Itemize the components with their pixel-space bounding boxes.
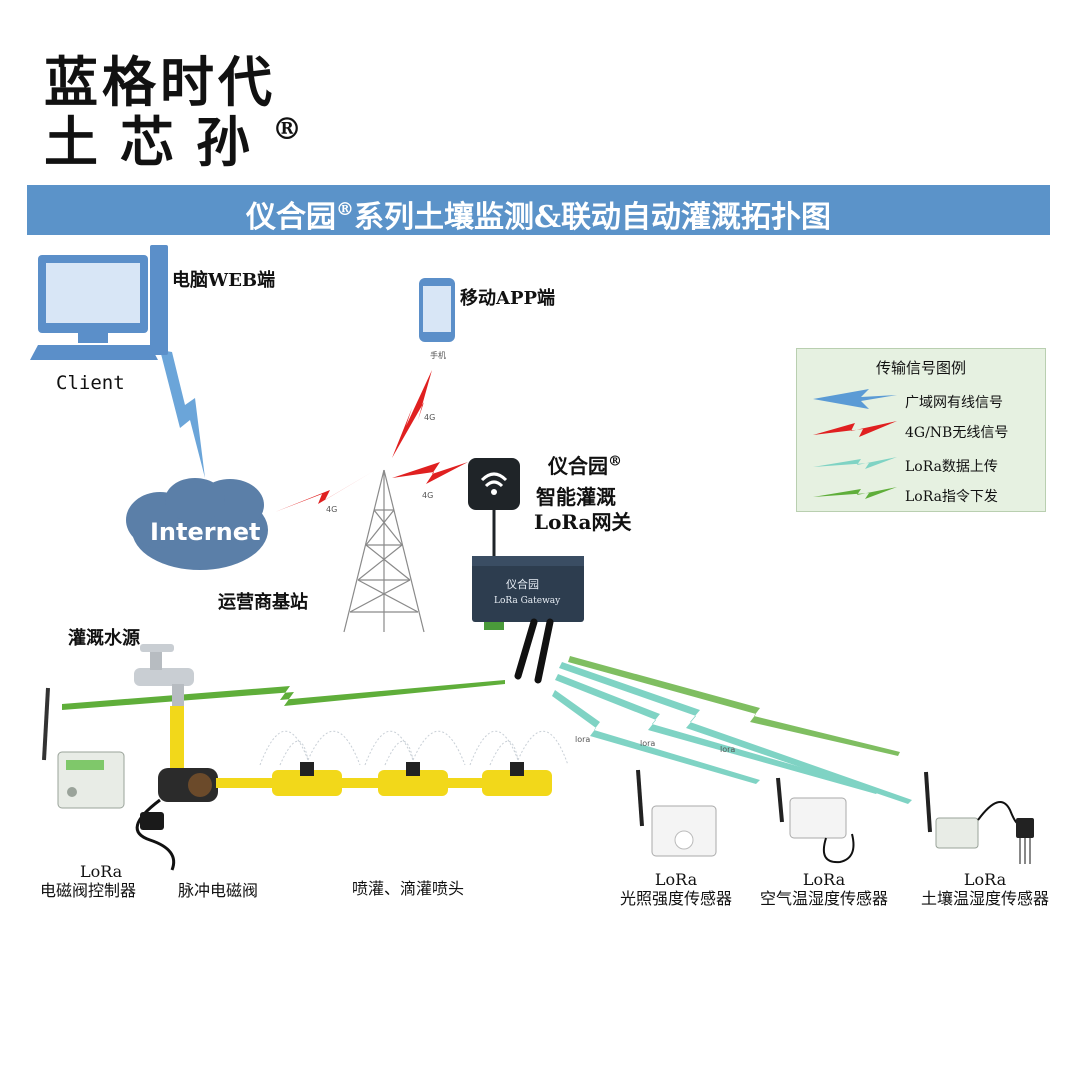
light-sensor-caption-line1: LoRa bbox=[654, 870, 698, 889]
air-sensor-caption-line2: 空气温湿度传感器 bbox=[759, 889, 888, 908]
internet-label: Internet bbox=[150, 518, 260, 546]
gateway-label-name: 仪合园 bbox=[548, 454, 608, 478]
lora-downlink-sensors bbox=[568, 656, 900, 756]
valve-controller-caption: LoRa 电磁阀控制器 bbox=[40, 862, 136, 900]
legend-item-wan: 广域网有线信号 bbox=[797, 387, 1045, 415]
legend-label-lora-up: LoRa数据上传 bbox=[905, 459, 998, 475]
soil-sensor-device-icon bbox=[924, 771, 1034, 864]
legend-label-lora-down: LoRa指令下发 bbox=[905, 489, 998, 505]
legend-label-wan: 广域网有线信号 bbox=[905, 395, 1003, 411]
internet-cloud-icon: Internet bbox=[126, 478, 268, 570]
brand-name: 蓝格时代 bbox=[44, 50, 276, 114]
legend-item-lora-down: LoRa指令下发 bbox=[797, 481, 1045, 509]
gateway-label-line3: LoRa网关 bbox=[534, 510, 632, 534]
water-faucet-icon bbox=[134, 644, 194, 706]
lora-downlink-valve bbox=[62, 680, 505, 710]
lora-gateway-device-icon: 仪合园 LoRa Gateway bbox=[472, 556, 584, 684]
air-sensor-caption-line1: LoRa bbox=[802, 870, 846, 889]
title-banner: 仪合园®系列土壤监测&联动自动灌溉拓扑图 bbox=[27, 185, 1050, 235]
legend-label-4g: 4G/NB无线信号 bbox=[905, 425, 1009, 441]
brand-subname: 土芯孙® bbox=[44, 98, 302, 177]
legend-swatch-lora-down bbox=[813, 487, 897, 499]
water-spray-arcs bbox=[259, 730, 569, 766]
computer-icon bbox=[30, 245, 168, 360]
legend-item-4g: 4G/NB无线信号 bbox=[797, 417, 1045, 445]
4g-tag-a: 4G bbox=[326, 505, 337, 514]
banner-registered-mark: ® bbox=[335, 199, 354, 220]
4g-signal-tower-phone bbox=[392, 370, 432, 458]
soil-sensor-caption: LoRa 土壤温湿度传感器 bbox=[912, 870, 1058, 908]
gateway-label-line2: 智能灌溉 bbox=[536, 485, 616, 509]
wifi-antenna-box-icon bbox=[468, 458, 520, 556]
legend-swatch-4g bbox=[813, 421, 897, 437]
water-source-label: 灌溉水源 bbox=[68, 628, 140, 649]
soil-sensor-caption-line2: 土壤温湿度传感器 bbox=[920, 889, 1049, 908]
computer-web-label: 电脑WEB端 bbox=[172, 270, 276, 291]
4g-tag-b: 4G bbox=[424, 413, 435, 422]
banner-title-pre: 仪合园 bbox=[245, 200, 336, 235]
4g-tag-c: 4G bbox=[422, 491, 433, 500]
lora-tag-a: lora bbox=[575, 735, 590, 744]
4g-signal-tower-gateway bbox=[392, 462, 468, 484]
lora-tag-b: lora bbox=[640, 739, 655, 748]
phone-small-label: 手机 bbox=[430, 350, 446, 360]
supply-hose bbox=[170, 706, 184, 772]
pulse-solenoid-valve-icon bbox=[135, 768, 218, 871]
lora-uplink-light-sensor bbox=[552, 690, 760, 784]
legend-swatch-wan bbox=[813, 389, 897, 409]
air-sensor-caption: LoRa 空气温湿度传感器 bbox=[752, 870, 896, 908]
lora-uplink-soil-sensor bbox=[559, 662, 912, 804]
lora-tag-c: lora bbox=[720, 745, 735, 754]
brand-subname-text: 土芯孙 bbox=[44, 110, 272, 174]
gateway-registered-mark: ® bbox=[608, 453, 622, 470]
gateway-device-en: LoRa Gateway bbox=[494, 596, 561, 606]
brand-registered-mark: ® bbox=[272, 112, 302, 147]
light-sensor-caption-line2: 光照强度传感器 bbox=[619, 889, 732, 908]
signal-legend: 传输信号图例 广域网有线信号 4G/NB无线信号 LoRa数据上传 LoRa指令… bbox=[796, 348, 1046, 512]
valve-controller-device-icon bbox=[42, 687, 125, 809]
valve-controller-caption-line2: 电磁阀控制器 bbox=[40, 881, 137, 900]
banner-title-post: 系列土壤监测&联动自动灌溉拓扑图 bbox=[353, 200, 832, 235]
wan-signal-bolt bbox=[160, 350, 205, 478]
phone-icon: 手机 bbox=[419, 278, 455, 360]
client-label: Client bbox=[56, 372, 125, 394]
gateway-label-line1: 仪合园® bbox=[548, 450, 622, 479]
sprinkler-heads bbox=[272, 762, 552, 796]
soil-sensor-caption-line1: LoRa bbox=[963, 870, 1007, 889]
light-sensor-caption: LoRa 光照强度传感器 bbox=[614, 870, 738, 908]
valve-controller-caption-line1: LoRa bbox=[80, 862, 123, 881]
mobile-app-label: 移动APP端 bbox=[460, 288, 556, 309]
base-station-label: 运营商基站 bbox=[218, 592, 308, 613]
4g-signal-internet-tower bbox=[275, 472, 372, 512]
sprinkler-caption: 喷灌、滴灌喷头 bbox=[352, 879, 465, 898]
base-station-tower-icon bbox=[343, 469, 425, 633]
legend-title: 传输信号图例 bbox=[875, 359, 966, 377]
light-sensor-device-icon bbox=[636, 769, 717, 857]
air-sensor-device-icon bbox=[776, 777, 855, 864]
gateway-device-cn: 仪合园 bbox=[506, 577, 539, 591]
legend-swatch-lora-up bbox=[813, 457, 897, 469]
legend-item-lora-up: LoRa数据上传 bbox=[797, 451, 1045, 479]
pulse-valve-caption: 脉冲电磁阀 bbox=[178, 881, 259, 900]
